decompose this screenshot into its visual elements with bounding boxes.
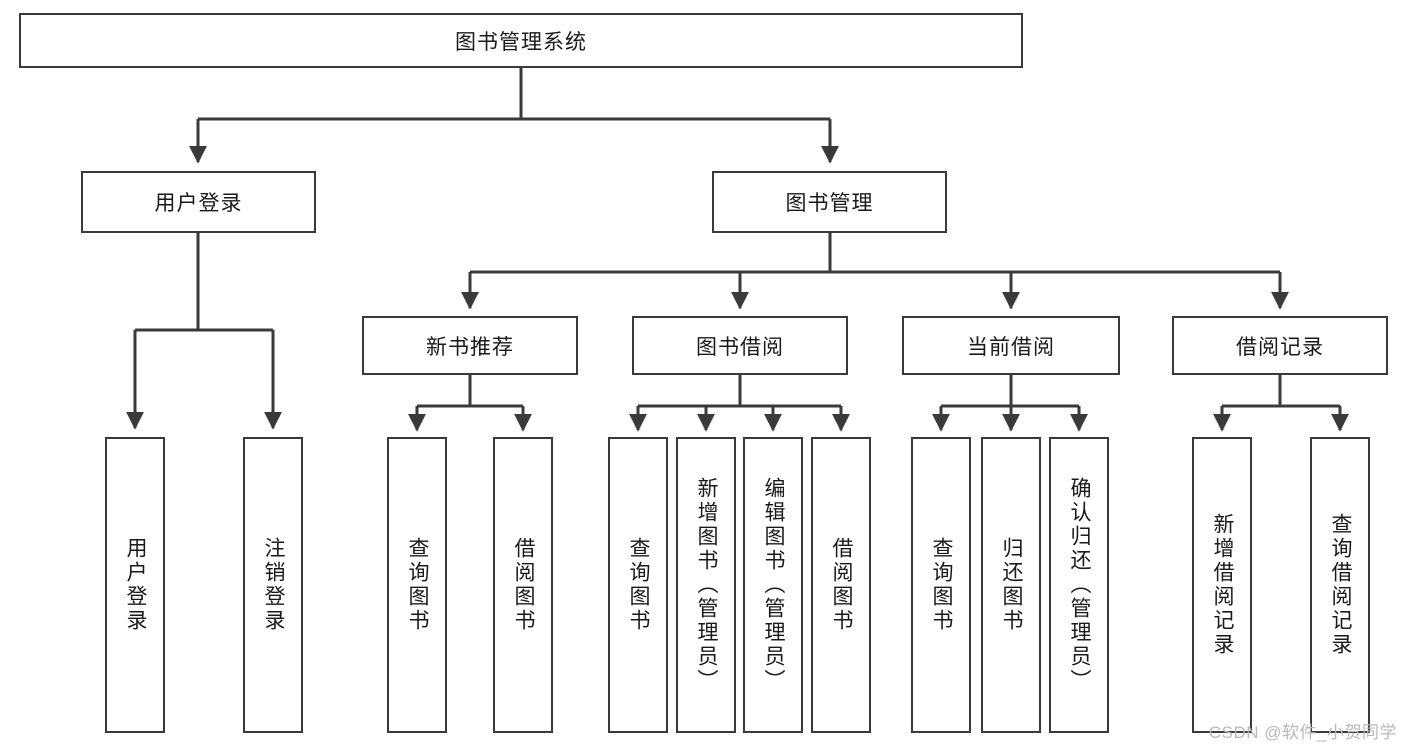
node-book-management-label: 图书管理 <box>785 192 874 215</box>
leaf-user-login-label: 用户登录 <box>124 537 148 633</box>
leaf-newbook-borrow-label: 借阅图书 <box>512 537 536 633</box>
watermark: CSDN @软件_小贺同学 <box>1208 723 1397 742</box>
node-book-borrow[interactable]: 图书借阅 <box>632 316 848 375</box>
leaf-user-login[interactable]: 用户登录 <box>105 437 165 733</box>
leaf-current-confirm-return-label: 确认归还（管理员） <box>1068 477 1092 693</box>
node-user-login[interactable]: 用户登录 <box>81 171 316 233</box>
leaf-newbook-query-label: 查询图书 <box>406 537 430 633</box>
leaf-borrow-add-label: 新增图书（管理员） <box>695 477 719 693</box>
leaf-borrow-query-label: 查询图书 <box>627 537 651 633</box>
node-new-book-recommend[interactable]: 新书推荐 <box>362 316 578 375</box>
leaf-borrow-edit[interactable]: 编辑图书（管理员） <box>743 437 803 733</box>
leaf-record-add-label: 新增借阅记录 <box>1211 513 1235 657</box>
node-current-borrow-label: 当前借阅 <box>967 335 1055 359</box>
leaf-borrow-add[interactable]: 新增图书（管理员） <box>676 437 736 733</box>
leaf-current-return[interactable]: 归还图书 <box>981 437 1041 733</box>
leaf-borrow-query[interactable]: 查询图书 <box>608 437 668 733</box>
node-new-book-recommend-label: 新书推荐 <box>426 335 514 359</box>
node-root-label: 图书管理系统 <box>455 30 587 54</box>
leaf-borrow-lend[interactable]: 借阅图书 <box>811 437 871 733</box>
node-borrow-records[interactable]: 借阅记录 <box>1172 316 1388 375</box>
leaf-newbook-query[interactable]: 查询图书 <box>387 437 447 733</box>
leaf-borrow-lend-label: 借阅图书 <box>830 537 854 633</box>
node-current-borrow[interactable]: 当前借阅 <box>902 316 1120 375</box>
node-user-login-label: 用户登录 <box>154 192 243 215</box>
leaf-record-query-label: 查询借阅记录 <box>1329 513 1353 657</box>
node-book-borrow-label: 图书借阅 <box>696 335 784 359</box>
node-borrow-records-label: 借阅记录 <box>1236 335 1324 359</box>
leaf-record-add[interactable]: 新增借阅记录 <box>1192 437 1252 733</box>
leaf-current-return-label: 归还图书 <box>1000 537 1024 633</box>
leaf-logout-label: 注销登录 <box>262 537 286 633</box>
leaf-newbook-borrow[interactable]: 借阅图书 <box>493 437 553 733</box>
leaf-current-confirm-return[interactable]: 确认归还（管理员） <box>1049 437 1109 733</box>
leaf-logout[interactable]: 注销登录 <box>243 437 303 733</box>
node-root[interactable]: 图书管理系统 <box>19 13 1023 68</box>
leaf-record-query[interactable]: 查询借阅记录 <box>1310 437 1370 733</box>
leaf-current-query[interactable]: 查询图书 <box>911 437 971 733</box>
node-book-management[interactable]: 图书管理 <box>712 171 947 233</box>
leaf-current-query-label: 查询图书 <box>930 537 954 633</box>
leaf-borrow-edit-label: 编辑图书（管理员） <box>762 477 786 693</box>
